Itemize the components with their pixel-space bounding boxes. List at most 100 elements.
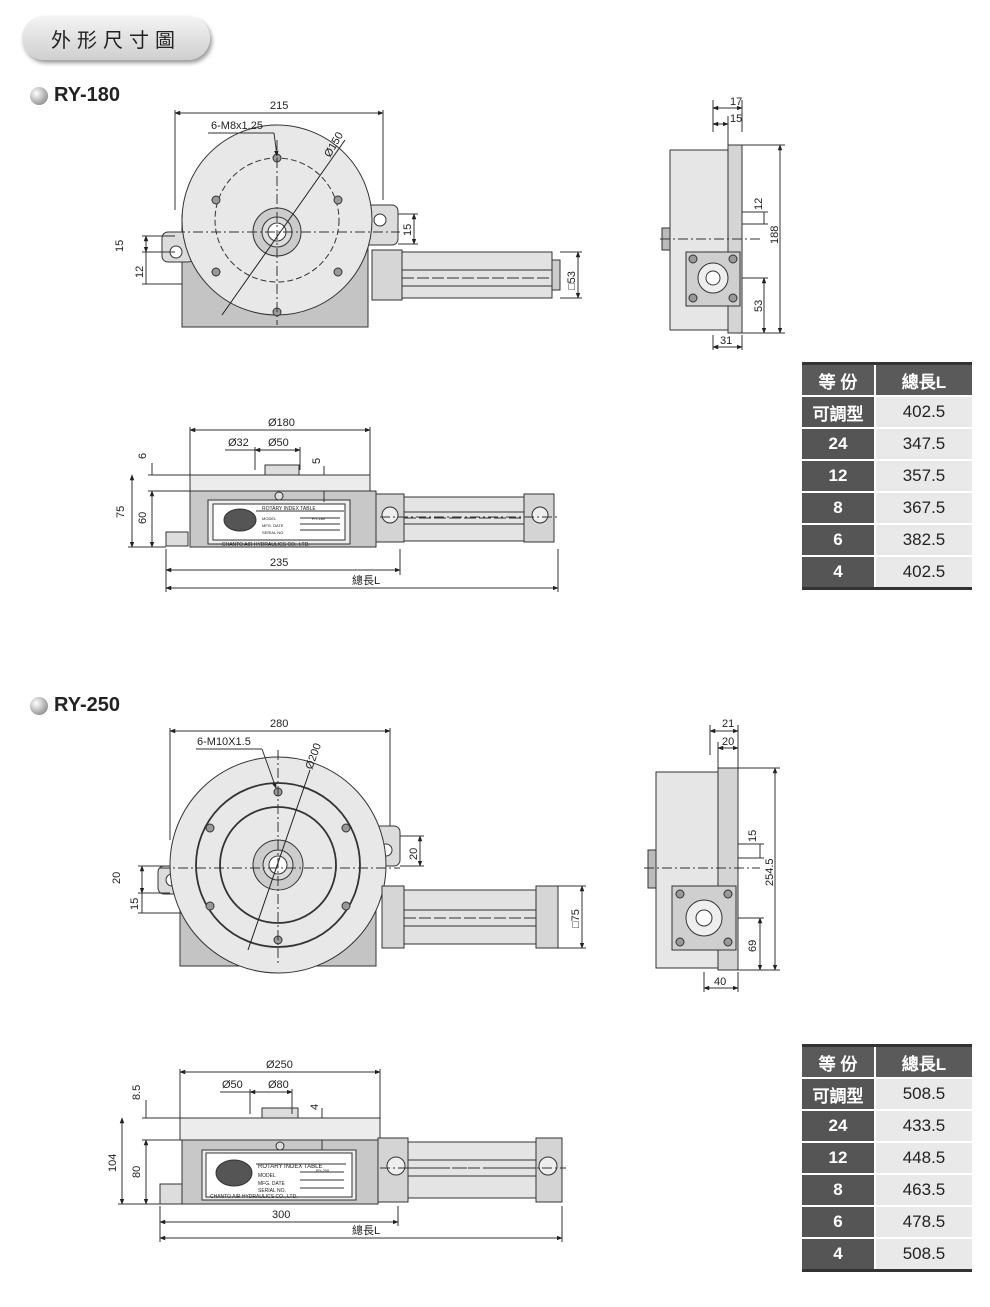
dim-dia32: Ø32: [228, 437, 249, 449]
length-cell: 367.5: [874, 492, 972, 525]
dim-104: 104: [107, 1154, 119, 1172]
ry180-side-view: [660, 100, 785, 350]
dim-17: 17: [730, 96, 742, 108]
plate-date: MFG. DATE: [258, 1181, 286, 1187]
dim-15-left: 15: [114, 240, 126, 252]
division-cell: 24: [802, 428, 875, 461]
dim-15-side: 15: [747, 830, 759, 842]
dim-188: 188: [769, 226, 781, 244]
page-title: 外形尺寸圖: [51, 27, 181, 52]
plate-serial: SERIAL NO.: [262, 530, 284, 535]
division-cell: 可調型: [802, 396, 875, 429]
dim-15: 15: [129, 898, 141, 910]
dim-280: 280: [270, 718, 288, 730]
plate-model-value: RY-180: [312, 516, 326, 521]
dim-sq53: □53: [566, 271, 578, 290]
length-cell: 463.5: [874, 1174, 972, 1207]
dim-dia50: Ø50: [268, 437, 289, 449]
dim-21: 21: [722, 718, 734, 730]
dim-75: 75: [115, 506, 127, 518]
dim-300: 300: [272, 1209, 290, 1221]
plate-serial: SERIAL NO.: [258, 1188, 286, 1194]
length-cell: 382.5: [874, 524, 972, 557]
header-divisions: 等 份: [802, 1045, 875, 1079]
dim-53-side: 53: [753, 300, 765, 312]
dim-20-left: 20: [111, 872, 123, 884]
length-cell: 357.5: [874, 460, 972, 493]
dim-total-length: 總長L: [352, 573, 380, 587]
ry250-top-view: [138, 728, 586, 974]
dim-sq75: □75: [570, 909, 582, 928]
dim-dia180: Ø180: [268, 417, 295, 429]
division-cell: 12: [802, 1142, 875, 1175]
dim-254: 254.5: [764, 858, 776, 886]
header-divisions: 等 份: [802, 363, 875, 397]
model-name: RY-180: [54, 84, 120, 106]
plate-company: CHANTO AIR HYDRAULICS CO., LTD.: [210, 1194, 298, 1200]
dim-5: 5: [311, 458, 323, 464]
length-cell: 402.5: [874, 396, 972, 429]
dim-20-right: 20: [408, 848, 420, 860]
dim-dia250: Ø250: [266, 1059, 293, 1071]
dim-8-5: 8.5: [131, 1085, 143, 1100]
length-cell: 402.5: [874, 556, 972, 590]
bullet-icon: [30, 86, 48, 105]
division-cell: 8: [802, 492, 875, 525]
division-cell: 6: [802, 1206, 875, 1239]
model-label-ry250: RY-250: [30, 694, 120, 717]
division-cell: 12: [802, 460, 875, 493]
plate-model: MODEL: [258, 1173, 276, 1179]
dim-6: 6: [137, 453, 149, 459]
dim-dia80: Ø80: [268, 1079, 289, 1091]
length-cell: 478.5: [874, 1206, 972, 1239]
plate-title: ROTARY INDEX TABLE: [258, 1164, 322, 1170]
dim-20: 20: [722, 736, 734, 748]
ry250-side-view: [644, 725, 780, 992]
dim-thread: 6-M10X1.5: [197, 736, 251, 748]
division-cell: 8: [802, 1174, 875, 1207]
division-cell: 可調型: [802, 1078, 875, 1111]
division-cell: 6: [802, 524, 875, 557]
length-cell: 433.5: [874, 1110, 972, 1143]
dim-15: 15: [730, 113, 742, 125]
dim-80: 80: [131, 1166, 143, 1178]
dim-60: 60: [137, 512, 149, 524]
header-total-length: 總長L: [874, 363, 972, 397]
plate-model: MODEL: [262, 516, 277, 521]
dim-69: 69: [747, 940, 759, 952]
table-header-row: 等 份 總長L: [802, 1045, 972, 1079]
dim-235: 235: [270, 557, 288, 569]
model-name: RY-250: [54, 694, 120, 716]
dim-215: 215: [270, 100, 288, 112]
dim-4: 4: [309, 1104, 321, 1110]
length-cell: 347.5: [874, 428, 972, 461]
dim-12-side: 12: [753, 198, 765, 210]
dim-15-right: 15: [402, 224, 414, 236]
table-header-row: 等 份 總長L: [802, 363, 972, 397]
division-cell: 4: [802, 556, 875, 590]
plate-model-value: RY-250: [316, 1168, 330, 1173]
dim-thread: 6-M8x1.25: [211, 120, 263, 132]
division-cell: 4: [802, 1238, 875, 1272]
header-total-length: 總長L: [874, 1045, 972, 1079]
length-cell: 508.5: [874, 1078, 972, 1111]
dim-total-length: 總長L: [352, 1223, 380, 1237]
dim-40: 40: [714, 976, 726, 988]
dim-31: 31: [720, 335, 732, 347]
ry180-top-view: [142, 110, 582, 328]
length-cell: 508.5: [874, 1238, 972, 1272]
